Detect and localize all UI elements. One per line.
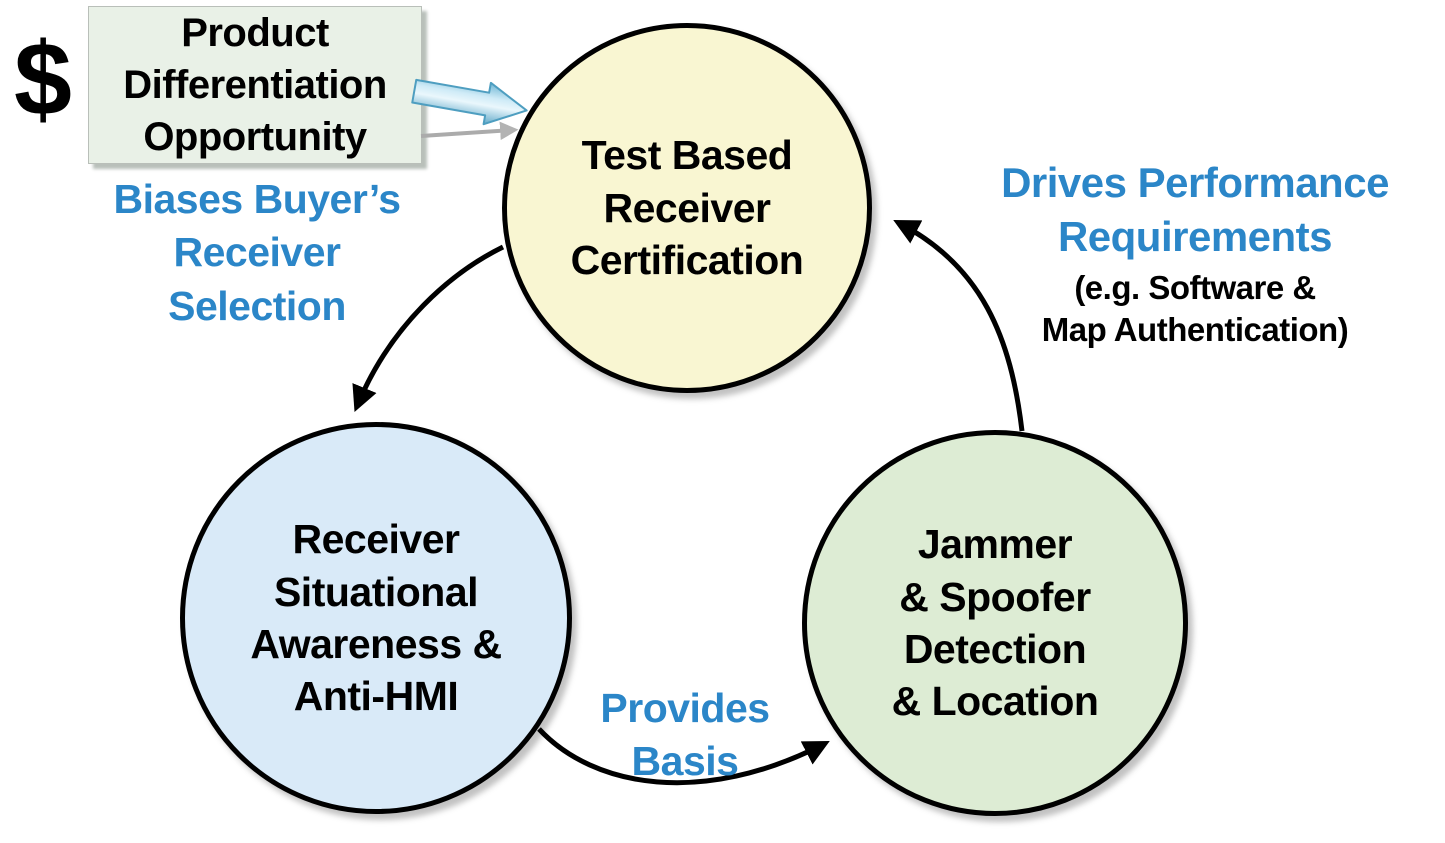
product-differentiation-box: Product Differentiation Opportunity — [88, 6, 422, 164]
arrow-blue-box-to-certification — [411, 78, 528, 126]
node-test-based-receiver-certification: Test Based Receiver Certification — [502, 23, 872, 393]
label-drives-performance-requirements: Drives Performance Requirements (e.g. So… — [955, 156, 1435, 352]
label-drives-sub: (e.g. Software & Map Authentication) — [1041, 268, 1349, 349]
node-jammer-spoofer-detection: Jammer & Spoofer Detection & Location — [802, 430, 1188, 816]
node-label-certification: Test Based Receiver Certification — [570, 132, 804, 284]
label-biases-buyers-receiver-selection: Biases Buyer’s Receiver Selection — [113, 176, 401, 329]
product-differentiation-label: Product Differentiation Opportunity — [123, 11, 387, 159]
node-receiver-situational-awareness: Receiver Situational Awareness & Anti-HM… — [180, 422, 572, 814]
label-drives-main: Drives Performance Requirements — [1001, 159, 1389, 260]
arrow-gray-box-to-certification — [420, 121, 519, 141]
label-provides-basis: Provides Basis — [600, 685, 770, 785]
node-label-jammer: Jammer & Spoofer Detection & Location — [891, 521, 1099, 725]
node-label-awareness: Receiver Situational Awareness & Anti-HM… — [250, 516, 502, 720]
dollar-sign-icon: $ — [14, 22, 72, 138]
